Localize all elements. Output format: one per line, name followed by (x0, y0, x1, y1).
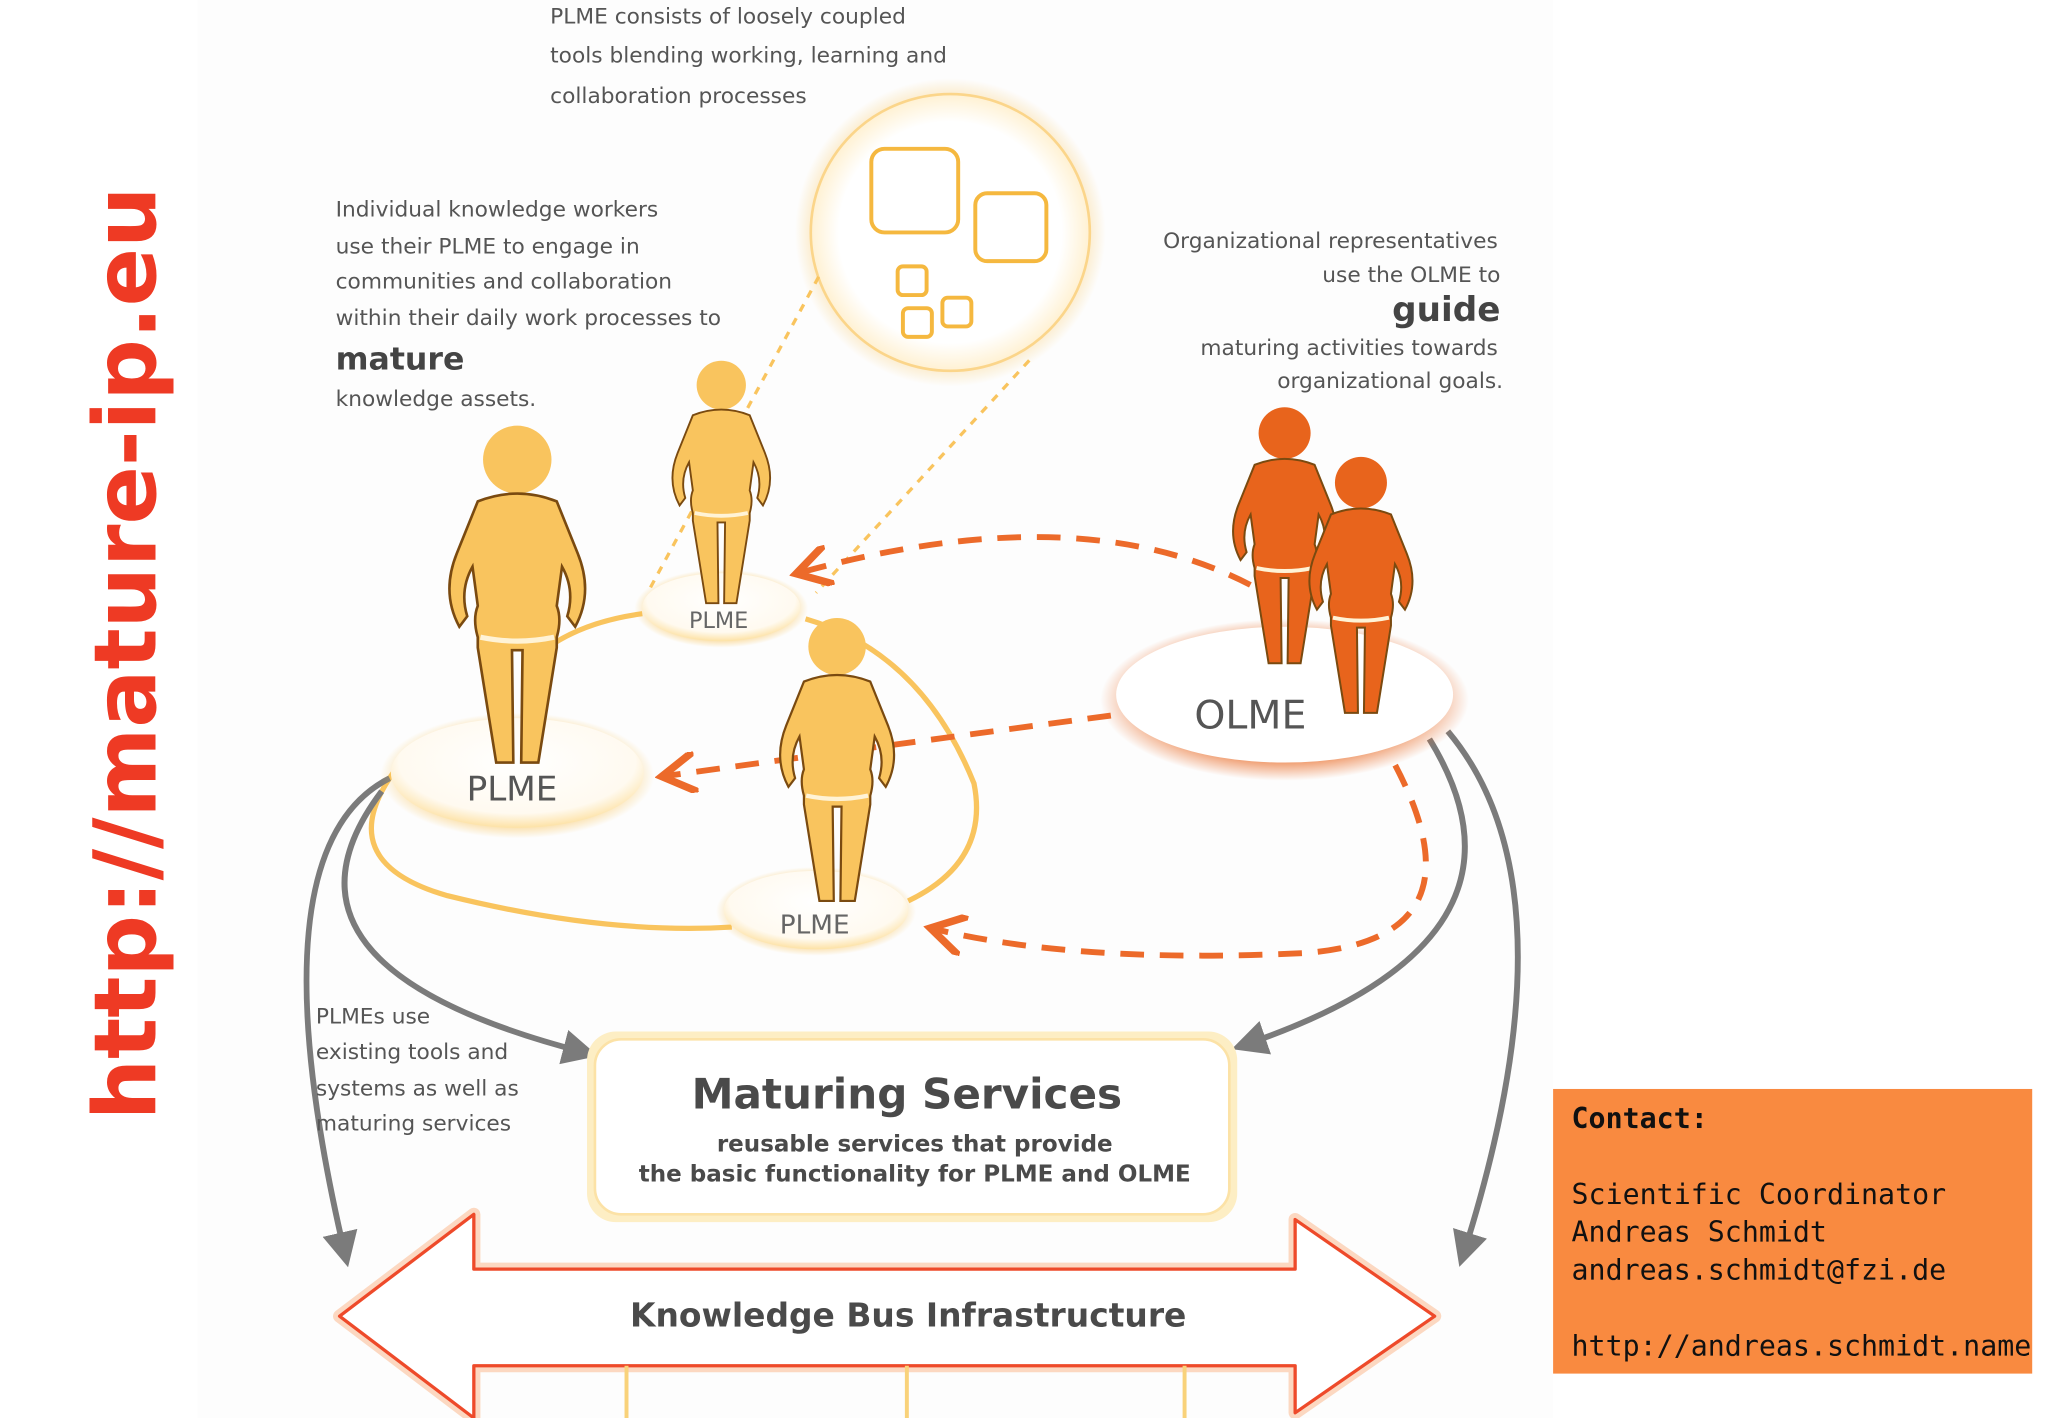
contact-name: Andreas Schmidt (1572, 1216, 1827, 1249)
maturing-services-box (593, 1038, 1231, 1216)
contact-box (1553, 1088, 2033, 1374)
knowledge-bus-arrow (337, 1212, 1437, 1418)
svg-text:Organizational representatives: Organizational representatives (1163, 229, 1498, 254)
svg-text:collaboration processes: collaboration processes (550, 84, 806, 109)
svg-text:PLME consists of loosely coupl: PLME consists of loosely coupled (550, 5, 906, 30)
contact-heading: Contact: (1572, 1102, 1708, 1135)
maturing-services-subtitle-2: the basic functionality for PLME and OLM… (639, 1162, 1191, 1188)
maturing-services-title: Maturing Services (692, 1070, 1122, 1119)
note-plme-tools: PLMEs use existing tools and systems as … (316, 1005, 519, 1137)
svg-text:Individual knowledge workers: Individual knowledge workers (336, 198, 659, 223)
plme-bottom-plate (723, 870, 909, 950)
svg-text:use the OLME to: use the OLME to (1322, 263, 1500, 288)
svg-text:organizational goals.: organizational goals. (1277, 369, 1503, 394)
svg-text:existing tools and: existing tools and (316, 1040, 508, 1065)
svg-text:maturing activities towards: maturing activities towards (1200, 336, 1497, 361)
svg-text:guide: guide (1392, 290, 1500, 330)
tool-squares (869, 146, 1049, 339)
plme-main-plate (390, 718, 644, 828)
contact-email-link[interactable]: andreas.schmidt@fzi.de (1572, 1254, 1947, 1287)
contact-url-link[interactable]: http://andreas.schmidt.name (1572, 1329, 2032, 1362)
contact-role: Scientific Coordinator (1572, 1178, 1947, 1211)
maturing-services-subtitle-1: reusable services that provide (717, 1132, 1113, 1158)
vertical-url[interactable]: http://mature-ip.eu (76, 187, 176, 1121)
svg-text:systems as well as: systems as well as (316, 1077, 519, 1102)
svg-text:use their PLME to engage in: use their PLME to engage in (336, 234, 640, 259)
knowledge-bus-connectors (624, 1365, 1187, 1418)
svg-text:tools blending working, learni: tools blending working, learning and (550, 44, 947, 69)
svg-text:within their daily work proces: within their daily work processes to (336, 306, 721, 331)
note-plme-composition: PLME consists of loosely coupled tools b… (550, 5, 947, 110)
gray-arrows (303, 729, 1521, 1268)
knowledge-bus-title: Knowledge Bus Infrastructure (630, 1297, 1186, 1335)
note-individual-workers: Individual knowledge workers use their P… (336, 198, 721, 412)
svg-text:maturing services: maturing services (316, 1112, 511, 1137)
svg-text:knowledge assets.: knowledge assets. (336, 387, 537, 412)
svg-text:communities and collaboration: communities and collaboration (336, 270, 672, 295)
olme-label: OLME (1194, 694, 1306, 739)
plme-main-label: PLME (467, 770, 558, 810)
plme-top-plate (642, 573, 801, 642)
svg-text:PLMEs use: PLMEs use (316, 1005, 430, 1030)
plme-bottom-label: PLME (780, 911, 850, 941)
plme-top-label: PLME (689, 608, 748, 634)
note-organizational: Organizational representatives use the O… (1163, 229, 1503, 394)
svg-text:mature: mature (336, 342, 465, 378)
